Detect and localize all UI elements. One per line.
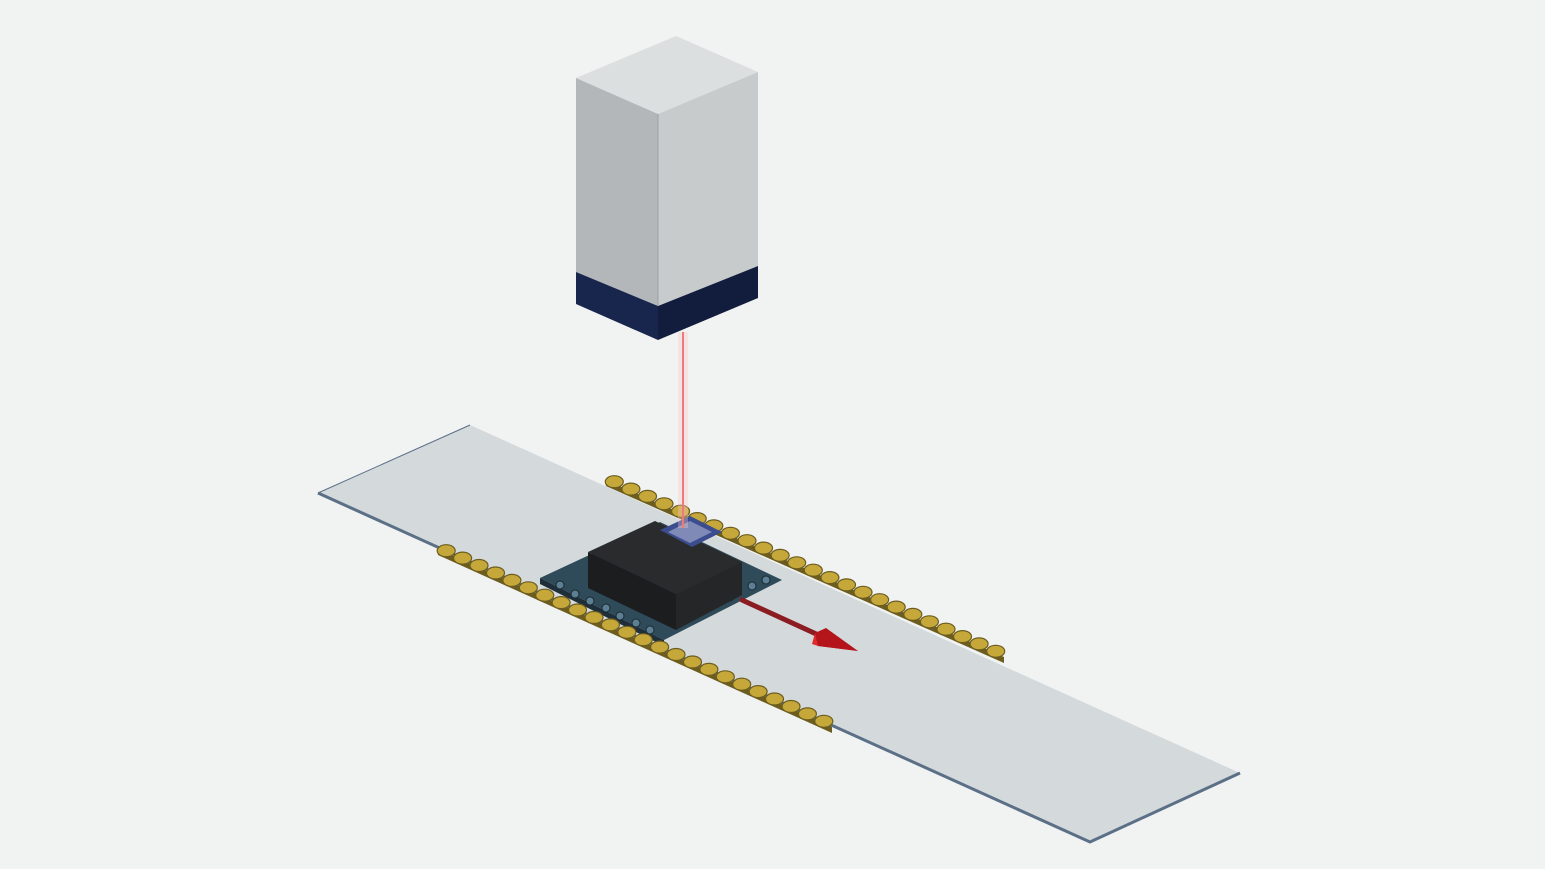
- guide-rail-roller: [699, 662, 719, 677]
- guide-rail-roller: [797, 707, 818, 721]
- guide-rail-roller: [682, 655, 703, 669]
- direction-arrow-head-shade: [815, 628, 858, 651]
- guide-rail-roller: [654, 497, 674, 511]
- component-housing-front: [588, 552, 676, 630]
- sensor-left-face: [576, 78, 658, 306]
- guide-rail-roller: [986, 644, 1006, 658]
- direction-arrow: [739, 597, 858, 651]
- guide-rail-roller: [764, 692, 785, 706]
- guide-rail-roller: [803, 563, 823, 577]
- guide-rail-roller: [814, 714, 834, 728]
- guide-rail-roller: [781, 699, 801, 714]
- pcb-component: [555, 580, 565, 590]
- guide-rail-roller: [969, 637, 989, 651]
- guide-rail-roller: [836, 578, 857, 592]
- guide-rail-roller: [600, 618, 621, 632]
- guide-rail-roller: [770, 548, 790, 563]
- guide-rail-roller: [633, 633, 653, 647]
- laser-beam: [678, 332, 688, 528]
- pcb-component: [631, 618, 641, 628]
- guide-rail-roller: [903, 607, 923, 622]
- guide-rail-roller: [748, 684, 768, 699]
- sensor-camera: [576, 36, 758, 340]
- guide-rail-roller: [453, 551, 473, 565]
- guide-rail-roller: [869, 593, 890, 607]
- guide-rail-roller: [535, 588, 555, 602]
- inspected-chip: [660, 516, 722, 547]
- guide-rail-roller: [485, 566, 506, 580]
- guide-rail-roller: [637, 489, 658, 503]
- chip-highlight: [668, 521, 712, 543]
- component-housing-top: [588, 521, 742, 594]
- guide-rail-roller: [952, 629, 973, 644]
- guide-rail-roller: [436, 544, 456, 558]
- guide-rail-roller: [604, 475, 624, 489]
- component-housing-side: [676, 562, 742, 630]
- guide-rail-roller: [820, 570, 840, 585]
- guide-rail-roller: [720, 526, 741, 540]
- guide-rail-roller: [666, 647, 686, 662]
- pcb-component: [747, 581, 757, 591]
- guide-rail-roller: [502, 573, 522, 588]
- guide-rail-roller: [469, 558, 489, 573]
- conveyor-back-edge: [317, 424, 471, 494]
- guide-rail-roller: [584, 610, 604, 625]
- sensor-lens-band-right: [658, 266, 758, 340]
- guide-rail-roller: [649, 640, 670, 654]
- guide-rail-roller: [732, 677, 752, 691]
- guide-rail-roller: [787, 556, 807, 570]
- guide-rail-roller: [518, 581, 538, 595]
- pcb-component: [615, 611, 625, 621]
- pcb-component: [570, 589, 580, 599]
- guide-rail-roller: [567, 603, 588, 617]
- guide-rail-roller: [621, 482, 641, 496]
- pcb-component: [601, 603, 611, 613]
- pcb-component: [585, 596, 595, 606]
- guide-rail-roller: [753, 541, 774, 555]
- guide-rail-roller: [737, 534, 757, 548]
- conveyor-surface: [318, 425, 1240, 842]
- guide-rail-roller: [670, 504, 691, 518]
- direction-arrow-shaft: [739, 597, 828, 641]
- pcb-component: [645, 625, 655, 635]
- sensor-top-face: [576, 36, 758, 114]
- guide-rail-roller: [919, 615, 940, 629]
- guide-rail-roller: [551, 595, 571, 610]
- guide-rail-roller: [853, 585, 873, 599]
- guide-rail-roller: [886, 600, 906, 614]
- guide-rail-roller: [715, 670, 735, 684]
- guide-rail-roller: [617, 625, 637, 639]
- sensor-lens-band-left: [576, 272, 658, 340]
- sensor-right-face: [658, 72, 758, 306]
- guide-rail-front: [436, 544, 834, 733]
- conveyor-belt: [317, 424, 1241, 844]
- pcb-component: [761, 575, 771, 585]
- guide-rail-roller: [936, 622, 956, 636]
